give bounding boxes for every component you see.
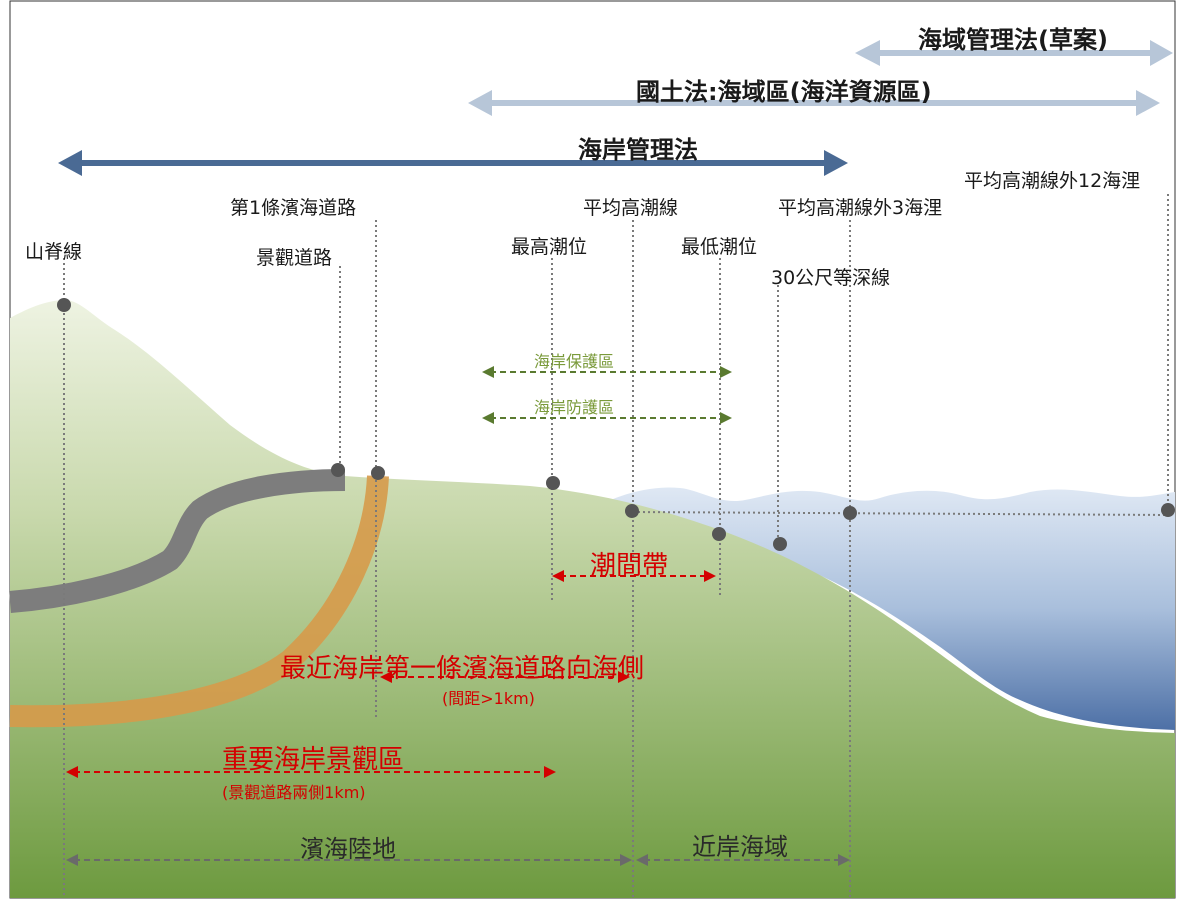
coastal-management-act-label: 海岸管理法 <box>578 136 698 164</box>
sea-area-act-label: 海域管理法(草案) <box>918 26 1108 54</box>
coastal-land-label: 濱海陸地 <box>300 835 396 863</box>
ridge-line-label: 山脊線 <box>25 241 83 263</box>
national-land-act-label: 國土法:海域區(海洋資源區) <box>636 78 932 106</box>
lowest-tide-label: 最低潮位 <box>681 236 758 258</box>
scenic-road-label: 景觀道路 <box>256 247 333 269</box>
intertidal-label: 潮間帶 <box>590 551 669 581</box>
scenic-road <box>9 475 389 728</box>
law-arrow-sea-area <box>855 40 1173 66</box>
twelve-nm-label: 平均高潮線外12海浬 <box>964 170 1141 192</box>
land-area <box>10 300 1175 898</box>
scenic-area-label: 重要海岸景觀區 <box>222 745 405 775</box>
red-arrows <box>74 575 708 773</box>
coastal-protection-label: 海岸保護區 <box>534 352 615 371</box>
law-arrow-national-land <box>468 90 1160 116</box>
first-coastal-road-label: 第1條濱海道路 <box>230 197 357 219</box>
marker-dots <box>57 298 1175 551</box>
road-seaward-note: (間距>1km) <box>442 689 535 708</box>
sea-area <box>600 487 1175 730</box>
scenic-area-note: (景觀道路兩側1km) <box>222 783 366 802</box>
mean-high-tide-label: 平均高潮線 <box>583 197 679 219</box>
coastal-defense-label: 海岸防護區 <box>534 398 615 417</box>
three-nm-label: 平均高潮線外3海浬 <box>778 197 943 219</box>
highest-tide-label: 最高潮位 <box>511 236 588 258</box>
green-arrows <box>490 371 724 419</box>
road-seaward-label: 最近海岸第一條濱海道路向海側 <box>280 654 645 684</box>
depth-30m-label: 30公尺等深線 <box>771 267 891 289</box>
law-arrow-coastal-management <box>58 150 848 176</box>
first-coastal-road <box>9 469 346 613</box>
nearshore-waters-label: 近岸海域 <box>692 833 788 861</box>
